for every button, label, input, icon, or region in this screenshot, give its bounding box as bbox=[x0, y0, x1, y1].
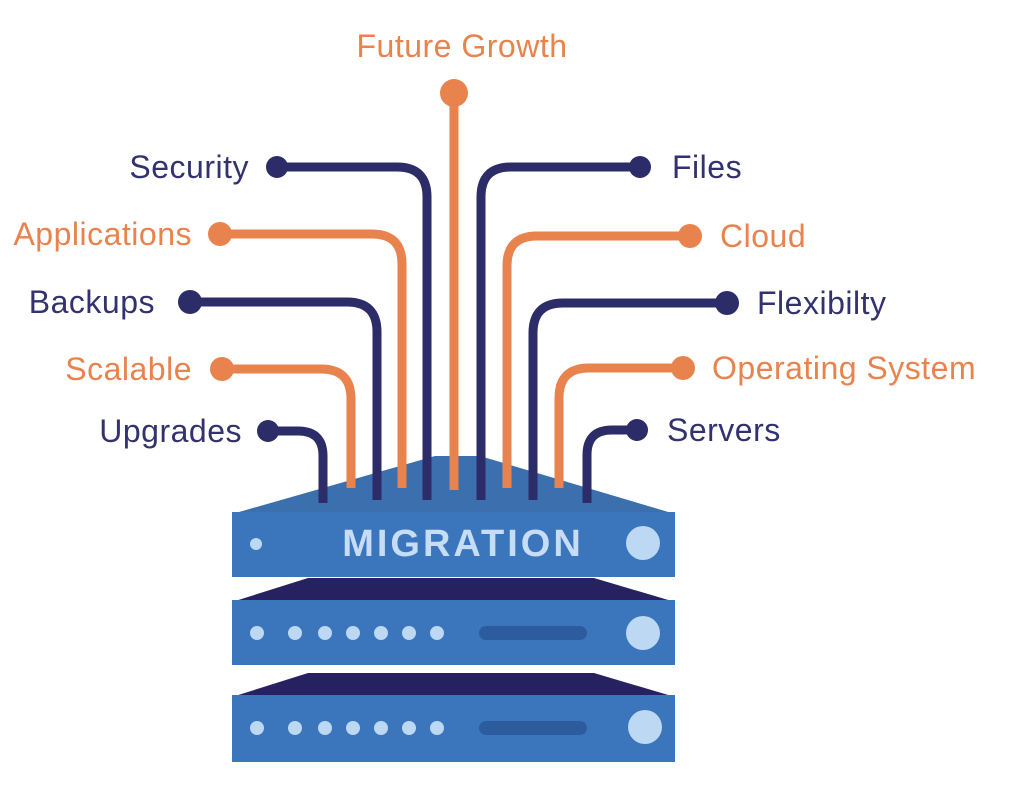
wire-endpoint-dot bbox=[178, 290, 202, 314]
wire-endpoint-dot bbox=[671, 356, 695, 380]
wire-endpoint-dot bbox=[715, 291, 739, 315]
wire-scalable bbox=[210, 357, 356, 488]
led-dot bbox=[318, 626, 332, 640]
server-face bbox=[232, 600, 675, 665]
label-files: Files bbox=[672, 149, 743, 185]
wire-endpoint-dot bbox=[440, 79, 468, 107]
wire-servers bbox=[582, 419, 648, 503]
led-dot bbox=[374, 721, 388, 735]
led-dot bbox=[402, 626, 416, 640]
server-lid-dark bbox=[232, 673, 675, 697]
power-button bbox=[626, 616, 660, 650]
label-scalable: Scalable bbox=[65, 351, 192, 387]
label-applications: Applications bbox=[13, 216, 192, 252]
wire-security bbox=[266, 156, 432, 500]
label-flexibilty: Flexibilty bbox=[757, 285, 887, 321]
wire-endpoint-dot bbox=[208, 222, 232, 246]
label-servers: Servers bbox=[667, 412, 781, 448]
label-cloud: Cloud bbox=[720, 218, 807, 254]
led-dot bbox=[250, 626, 264, 640]
wire-future-growth bbox=[440, 79, 468, 490]
led-dot bbox=[288, 626, 302, 640]
led-dot bbox=[318, 721, 332, 735]
server-face bbox=[232, 695, 675, 762]
power-button bbox=[628, 710, 662, 744]
label-upgrades: Upgrades bbox=[99, 413, 242, 449]
drive-slot bbox=[479, 721, 587, 735]
server-unit-top bbox=[232, 512, 675, 577]
led-dot bbox=[250, 538, 262, 550]
label-future-growth: Future Growth bbox=[356, 28, 568, 64]
drive-slot bbox=[479, 626, 587, 640]
led-dot bbox=[430, 626, 444, 640]
led-dot bbox=[288, 721, 302, 735]
wire-operating-system bbox=[554, 356, 695, 488]
wire-upgrades bbox=[257, 420, 328, 503]
wire-files bbox=[476, 156, 651, 500]
wire-applications bbox=[208, 222, 407, 488]
server-lid-dark bbox=[232, 578, 675, 602]
power-button bbox=[626, 526, 660, 560]
label-backups: Backups bbox=[28, 284, 155, 320]
led-dot bbox=[346, 721, 360, 735]
wire-backups bbox=[178, 290, 382, 500]
server-unit-bottom bbox=[232, 673, 675, 762]
led-dot bbox=[402, 721, 416, 735]
wire-endpoint-dot bbox=[629, 156, 651, 178]
wire-endpoint-dot bbox=[266, 156, 288, 178]
label-operating-system: Operating System bbox=[712, 350, 977, 386]
wire-endpoint-dot bbox=[626, 419, 648, 441]
wire-endpoint-dot bbox=[210, 357, 234, 381]
led-dot bbox=[250, 721, 264, 735]
wire-cloud bbox=[502, 224, 702, 488]
label-security: Security bbox=[129, 149, 249, 185]
wire-endpoint-dot bbox=[257, 420, 279, 442]
server-title: MIGRATION bbox=[342, 523, 584, 565]
wire-flexibilty bbox=[528, 291, 739, 500]
wire-endpoint-dot bbox=[678, 224, 702, 248]
led-dot bbox=[346, 626, 360, 640]
led-dot bbox=[430, 721, 444, 735]
server-unit-middle bbox=[232, 578, 675, 665]
server-face bbox=[232, 512, 675, 577]
led-dot bbox=[374, 626, 388, 640]
